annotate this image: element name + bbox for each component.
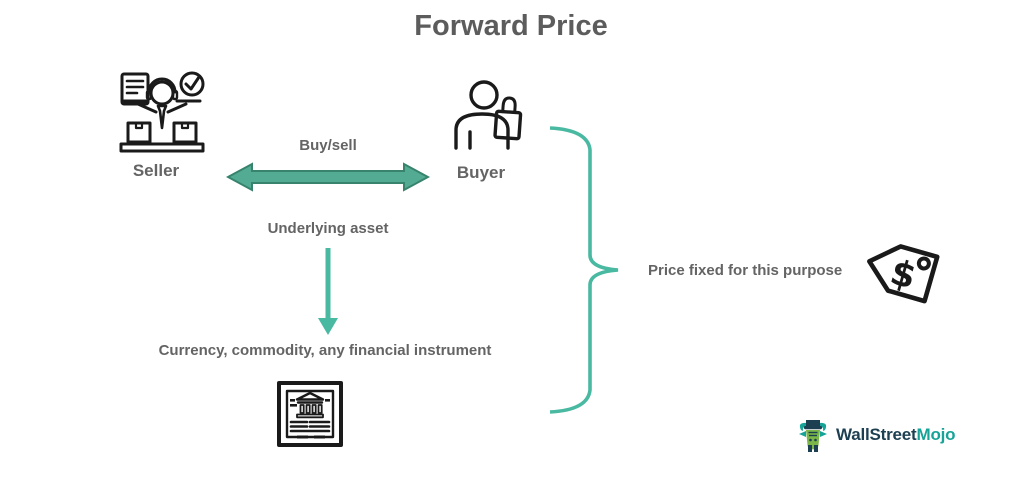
seller-icon	[116, 66, 208, 158]
buyer-icon	[446, 76, 530, 160]
buy-sell-arrow-icon	[226, 160, 430, 194]
logo-text-primary: WallStreet	[836, 425, 917, 444]
certificate-icon	[276, 380, 344, 448]
price-tag-icon: $	[860, 228, 948, 316]
buyer-label: Buyer	[456, 163, 506, 182]
logo-text-secondary: Mojo	[916, 425, 956, 444]
underlying-asset-label: Underlying asset	[267, 220, 389, 237]
bull-logo-icon	[795, 417, 831, 453]
dollar-symbol: $	[886, 253, 920, 298]
brace-icon	[540, 120, 640, 420]
instruments-label: Currency, commodity, any financial instr…	[158, 342, 492, 359]
buy-sell-label: Buy/sell	[299, 137, 357, 154]
page-title: Forward Price	[414, 10, 608, 42]
wallstreetmojo-logo: WallStreetMojo	[795, 417, 956, 453]
down-arrow-icon	[316, 246, 340, 338]
seller-label: Seller	[132, 161, 180, 180]
price-fixed-label: Price fixed for this purpose	[648, 262, 843, 279]
